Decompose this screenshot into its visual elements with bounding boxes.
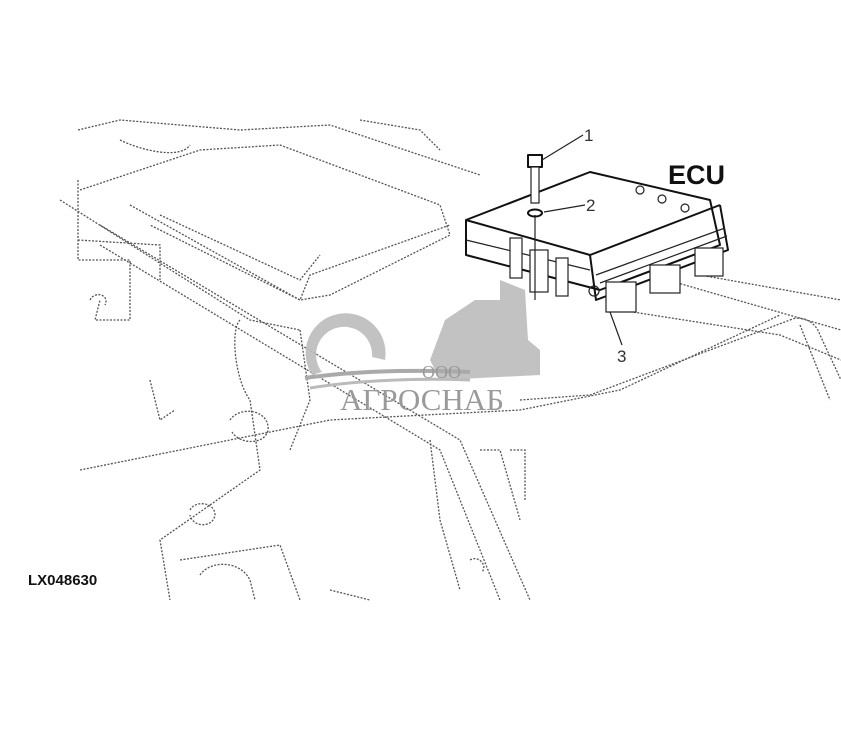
callout-leader-1 <box>541 134 584 161</box>
ecu-module <box>465 171 729 313</box>
watermark-name: АГРОСНАБ <box>340 382 504 417</box>
callout-2: 2 <box>586 196 595 215</box>
frame-structure <box>59 119 841 601</box>
washer-item-2 <box>527 208 543 218</box>
figure-code: LX048630 <box>28 572 97 589</box>
callout-leader-2 <box>543 204 586 213</box>
bolt-item-1 <box>527 154 543 300</box>
ecu-label: ECU <box>668 160 725 190</box>
callout-1: 1 <box>584 126 593 145</box>
callout-leader-3 <box>609 311 623 346</box>
agrosnab-watermark-logo: ООО АГРОСНАБ <box>304 280 540 417</box>
watermark-prefix: ООО <box>422 362 461 382</box>
callout-3: 3 <box>617 347 626 366</box>
